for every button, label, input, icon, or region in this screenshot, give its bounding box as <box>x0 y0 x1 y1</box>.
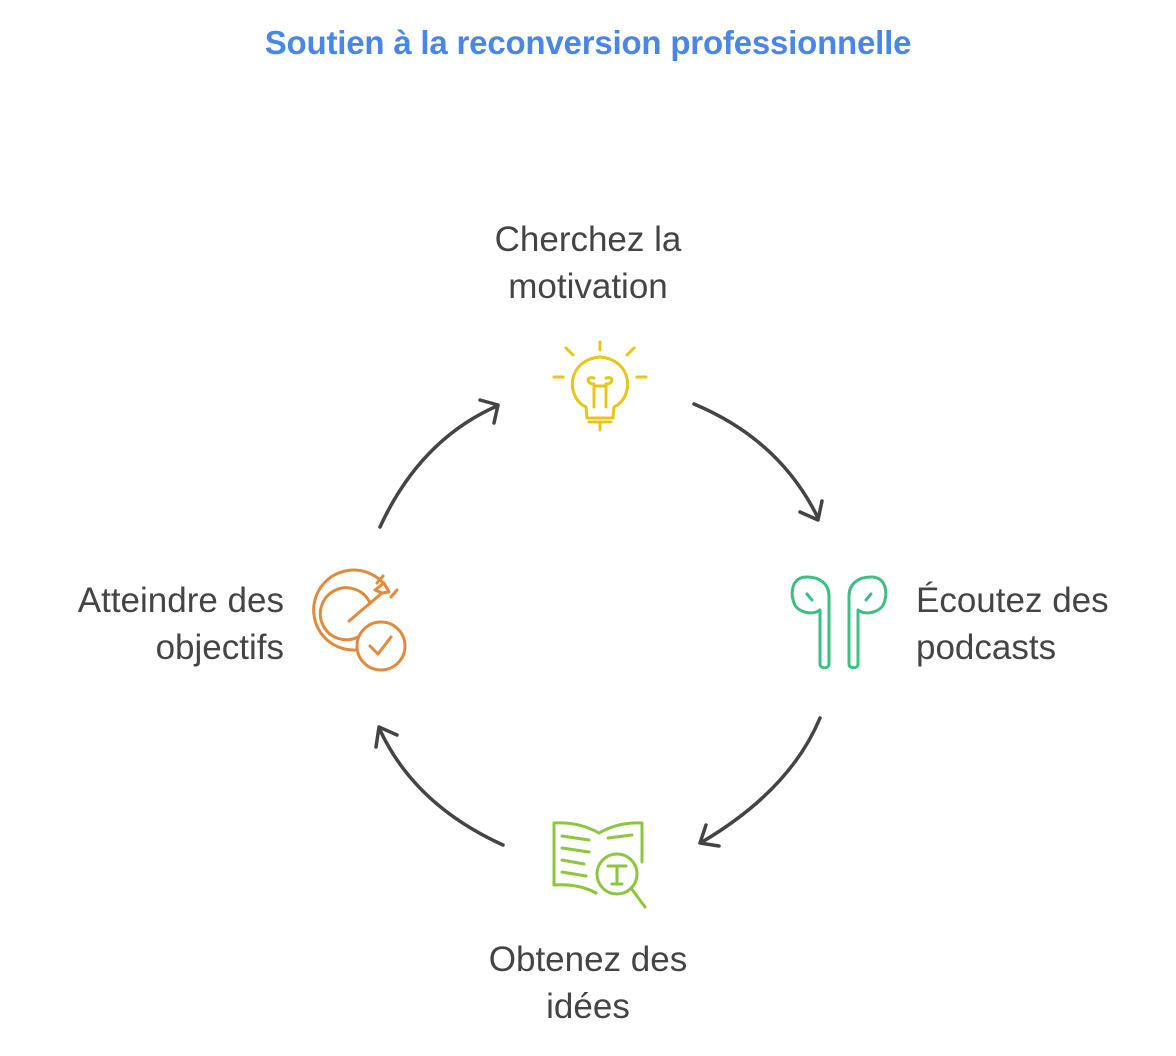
step-label-podcasts: Écoutez des podcasts <box>916 581 1109 667</box>
earbuds-icon <box>790 575 888 670</box>
lightbulb-icon <box>552 340 648 432</box>
step-label-goals: Atteindre des objectifs <box>77 581 284 667</box>
book-search-icon <box>552 821 647 909</box>
target-check-icon <box>312 568 407 672</box>
step-label-motivation: Cherchez la motivation <box>494 220 682 306</box>
arrow-podcasts-to-ideas <box>698 716 822 848</box>
arrow-goals-to-motivation <box>378 398 500 529</box>
arrow-motivation-to-podcasts <box>692 402 824 522</box>
step-label-ideas: Obtenez des idées <box>488 940 688 1026</box>
arrow-ideas-to-goals <box>374 725 505 847</box>
cycle-arrows <box>374 398 824 848</box>
diagram-title: Soutien à la reconversion professionnell… <box>264 24 912 61</box>
